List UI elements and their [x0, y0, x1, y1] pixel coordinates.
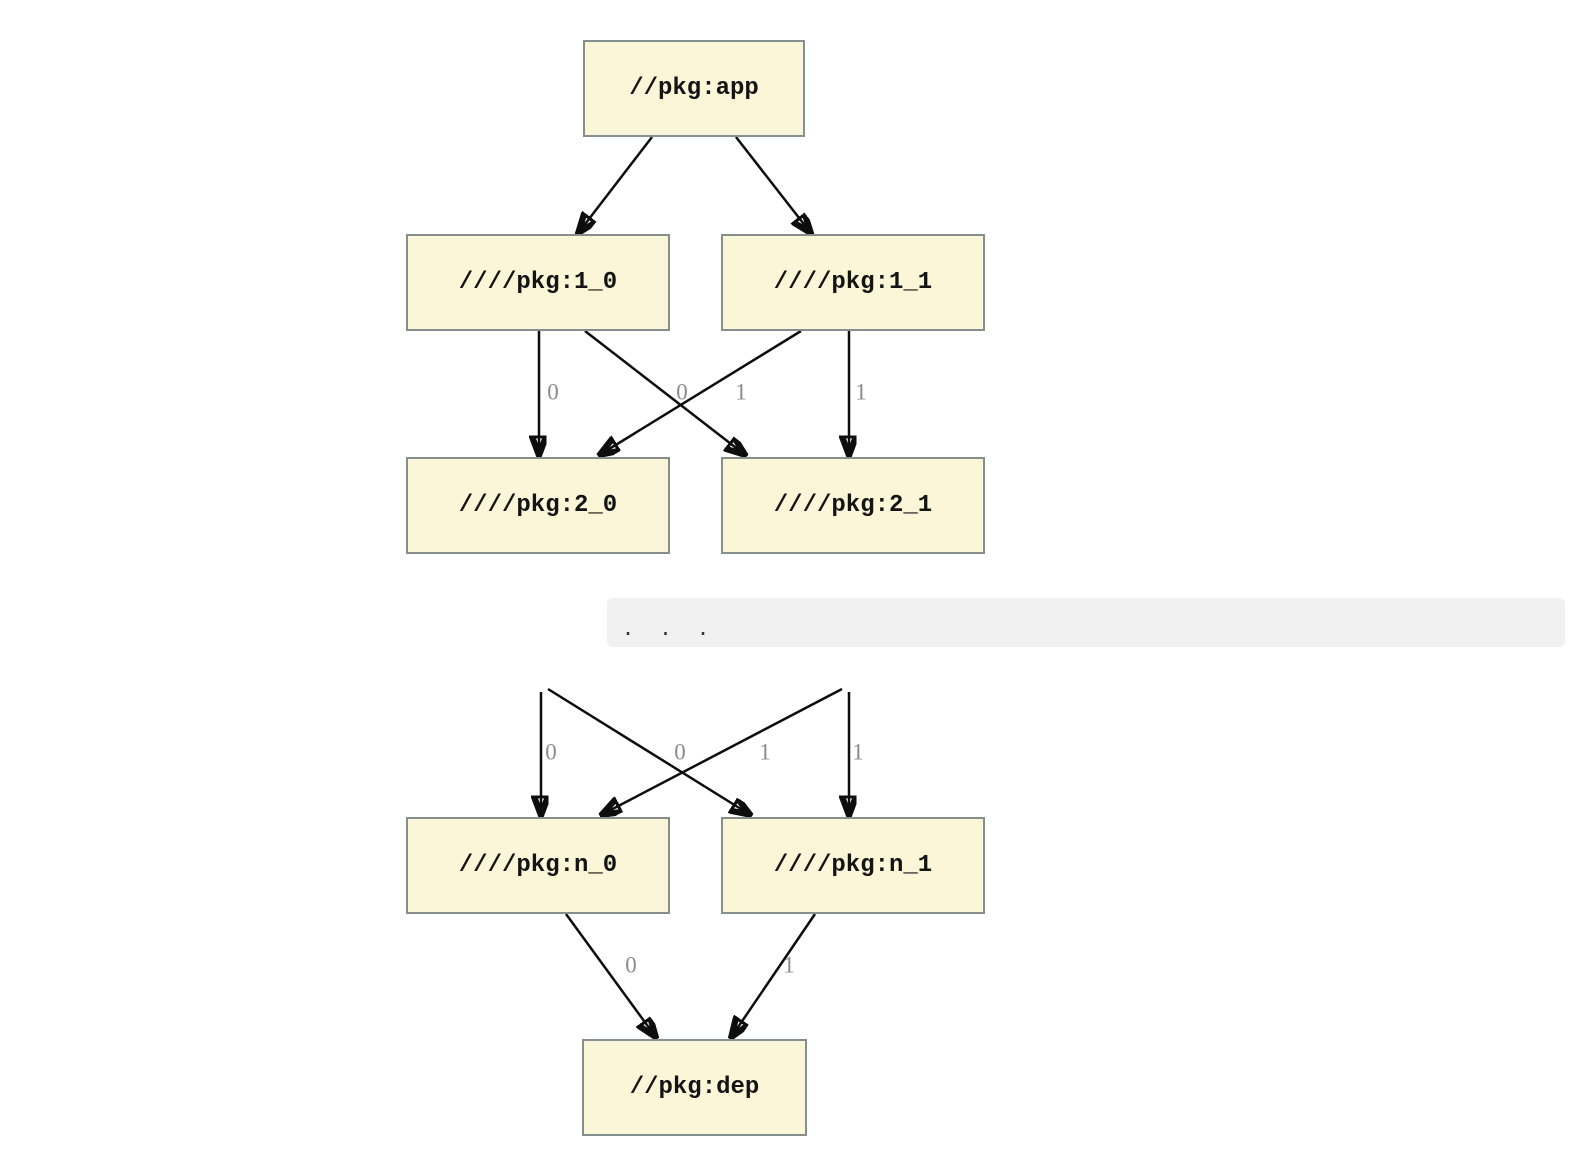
edge-label: 0: [547, 379, 559, 405]
edge-1-1-to-2-0: [601, 329, 802, 454]
edge-n-1-to-dep: [732, 913, 817, 1036]
node-pkg-1-0: ////pkg:1_0: [406, 234, 670, 331]
node-label: ////pkg:n_0: [458, 852, 618, 879]
node-pkg-dep: //pkg:dep: [582, 1039, 807, 1136]
edge-label: 1: [735, 379, 747, 405]
edge-label: 0: [676, 379, 688, 405]
node-pkg-n-1: ////pkg:n_1: [721, 817, 985, 914]
node-label: ////pkg:2_1: [773, 492, 933, 519]
node-pkg-1-1: ////pkg:1_1: [721, 234, 985, 331]
node-label: ////pkg:n_1: [773, 852, 933, 879]
node-label: //pkg:dep: [629, 1074, 760, 1101]
edge-label: 0: [674, 739, 686, 765]
edge-app-to-1-0: [579, 136, 653, 232]
edge-hidden1-to-n-0: [603, 687, 843, 814]
node-label: ////pkg:2_0: [458, 492, 618, 519]
edge-n-0-to-dep: [564, 913, 655, 1036]
node-pkg-2-1: ////pkg:2_1: [721, 457, 985, 554]
edge-app-to-1-1: [735, 136, 810, 232]
node-pkg-app: //pkg:app: [583, 40, 805, 137]
edge-label: 0: [625, 952, 637, 978]
node-pkg-n-0: ////pkg:n_0: [406, 817, 670, 914]
node-label: ////pkg:1_0: [458, 269, 618, 296]
edge-label: 1: [855, 379, 867, 405]
ellipsis-separator: . . .: [607, 598, 1565, 647]
node-pkg-2-0: ////pkg:2_0: [406, 457, 670, 554]
node-label: ////pkg:1_1: [773, 269, 933, 296]
edge-label: 0: [545, 739, 557, 765]
ellipsis-text: . . .: [622, 616, 716, 640]
node-label: //pkg:app: [629, 75, 759, 102]
edge-label: 1: [852, 739, 864, 765]
edge-hidden0-to-n-1: [547, 687, 749, 814]
edge-label: 1: [783, 952, 795, 978]
edge-label: 1: [759, 739, 771, 765]
edge-1-0-to-2-1: [584, 330, 744, 454]
